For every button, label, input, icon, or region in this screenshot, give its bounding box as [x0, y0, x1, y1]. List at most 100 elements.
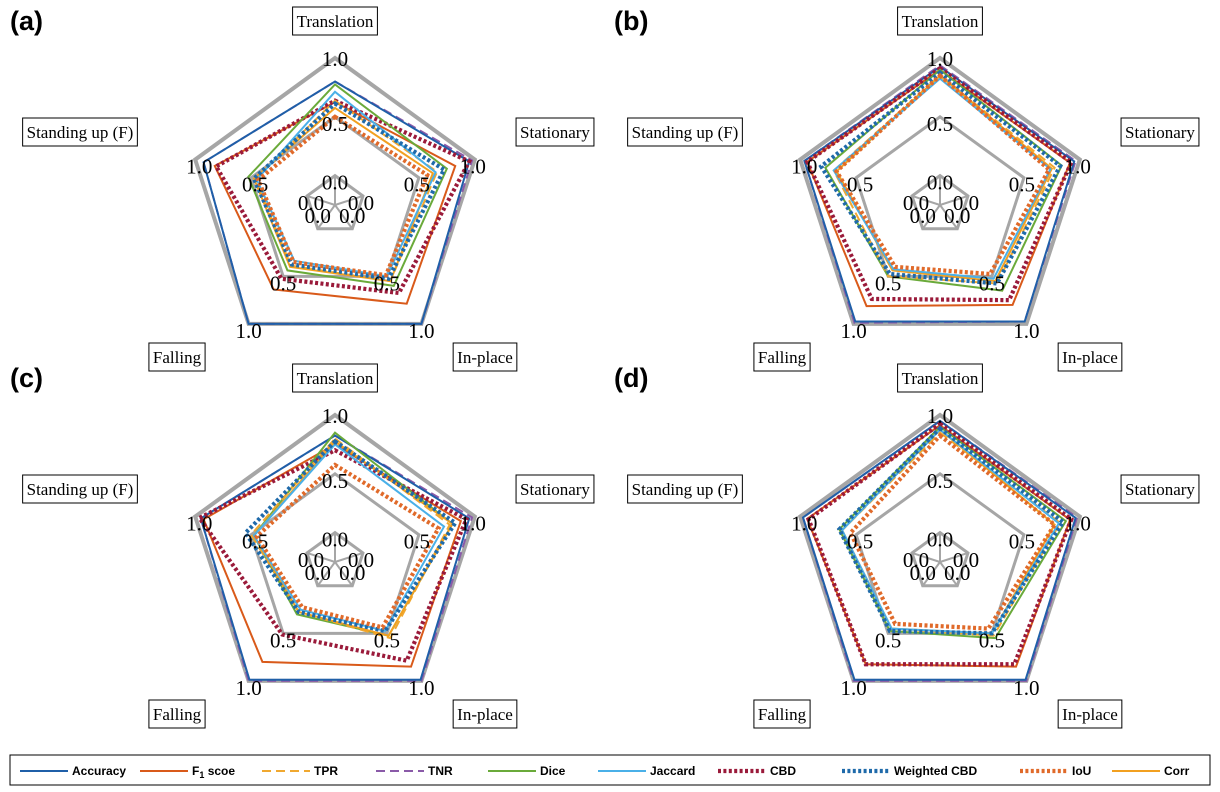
axis-label-in-place: In-place [452, 699, 518, 729]
radar-panel-d: (d)0.00.51.00.00.51.00.00.51.00.00.51.00… [614, 363, 1200, 729]
grid-spoke [939, 194, 969, 206]
tick-label: 1.0 [460, 155, 486, 179]
tick-label: 1.0 [322, 404, 348, 428]
tick-label: 0.5 [322, 469, 348, 493]
grid-spoke [939, 561, 959, 587]
series-tpr [249, 437, 451, 640]
axis-label-text: In-place [1062, 348, 1118, 367]
grid-ring [910, 530, 970, 588]
grid-ring [305, 530, 365, 588]
legend-item-tnr: TNR [376, 764, 453, 778]
legend-label: TPR [314, 764, 338, 778]
axis-label-falling: Falling [753, 699, 811, 729]
grid-spoke [316, 204, 336, 230]
tick-label: 0.5 [374, 271, 400, 295]
tick-label: 0.0 [910, 204, 936, 228]
series-tnr [801, 419, 1079, 682]
axis-label-falling: Falling [148, 699, 206, 729]
tick-label: 0.0 [305, 561, 331, 585]
tick-label: 0.5 [875, 271, 901, 295]
tick-label: 0.5 [270, 271, 296, 295]
tick-label: 0.0 [322, 528, 348, 552]
series-weighted-cbd [242, 438, 459, 634]
grid-spoke [306, 551, 336, 563]
axis-label-stationary: Stationary [1120, 474, 1200, 504]
series-dice [247, 83, 449, 287]
grid-spoke [939, 551, 969, 563]
tick-label: 0.0 [298, 191, 324, 215]
tick-label: 1.0 [1065, 512, 1091, 536]
series-weighted-cbd [836, 425, 1066, 636]
axis-label-translation: Translation [292, 6, 378, 36]
axis-label-standing-up-f: Standing up (F) [22, 474, 138, 504]
series-tnr [202, 80, 474, 325]
series-weighted-cbd [251, 100, 447, 282]
grid-spoke [334, 551, 364, 563]
series-tpr [832, 74, 1056, 285]
series-cbd [806, 421, 1074, 667]
panel-letter: (d) [614, 363, 648, 393]
radar-panel-a: (a)0.00.51.00.00.51.00.00.51.00.00.51.00… [10, 6, 595, 372]
axis-label-translation: Translation [292, 363, 378, 393]
axis-label-text: Stationary [520, 123, 590, 142]
tick-label: 0.0 [298, 548, 324, 572]
tick-label: 1.0 [791, 512, 817, 536]
axis-label-text: Falling [758, 705, 807, 724]
axis-label-text: Translation [297, 12, 374, 31]
tick-label: 1.0 [791, 155, 817, 179]
tick-label: 0.0 [927, 171, 953, 195]
series-accuracy [801, 419, 1077, 681]
series-jaccard [255, 90, 437, 278]
axis-label-in-place: In-place [1057, 699, 1123, 729]
tick-label: 0.0 [339, 561, 365, 585]
tick-label: 1.0 [1013, 319, 1039, 343]
tick-label: 0.0 [322, 171, 348, 195]
legend-label: Jaccard [650, 764, 695, 778]
legend-label: Weighted CBD [894, 764, 977, 778]
series-cbd [213, 98, 473, 296]
series-weighted-cbd [818, 70, 1063, 286]
grid-spoke [334, 561, 354, 587]
tick-label: 1.0 [460, 512, 486, 536]
tick-label: 0.0 [348, 548, 374, 572]
tick-label: 0.0 [910, 561, 936, 585]
series-accuracy [199, 434, 471, 681]
series-accuracy [202, 80, 471, 325]
grid-spoke [921, 561, 941, 587]
axis-label-text: Standing up (F) [632, 123, 739, 142]
tick-label: 0.5 [927, 112, 953, 136]
tick-label: 0.5 [242, 530, 268, 554]
tick-label: 0.5 [242, 173, 268, 197]
tick-label: 0.0 [953, 548, 979, 572]
tick-label: 0.0 [339, 204, 365, 228]
tick-label: 0.0 [927, 528, 953, 552]
grid-spoke [921, 204, 941, 230]
legend-label: TNR [428, 764, 453, 778]
tick-label: 1.0 [186, 512, 212, 536]
grid-ring [910, 173, 970, 231]
axis-label-translation: Translation [897, 6, 983, 36]
tick-label: 1.0 [408, 319, 434, 343]
legend-label: IoU [1072, 764, 1091, 778]
legend-item-cbd: CBD [718, 764, 796, 778]
tick-label: 0.5 [979, 271, 1005, 295]
grid-ring [305, 173, 365, 231]
axis-label-in-place: In-place [1057, 342, 1123, 372]
tick-label: 1.0 [840, 676, 866, 700]
tick-label: 0.0 [903, 191, 929, 215]
axis-label-text: Stationary [1125, 123, 1195, 142]
tick-label: 0.5 [1009, 530, 1035, 554]
tick-label: 0.5 [322, 112, 348, 136]
legend-item-tpr: TPR [262, 764, 338, 778]
panel-letter: (a) [10, 6, 43, 36]
grid-ring [854, 471, 1026, 635]
axis-label-text: In-place [457, 705, 513, 724]
grid-spoke [939, 204, 959, 230]
axis-label-text: In-place [1062, 705, 1118, 724]
series-iou [848, 432, 1058, 631]
axis-label-stationary: Stationary [515, 474, 595, 504]
tick-label: 0.5 [927, 469, 953, 493]
grid-spoke [911, 194, 941, 206]
